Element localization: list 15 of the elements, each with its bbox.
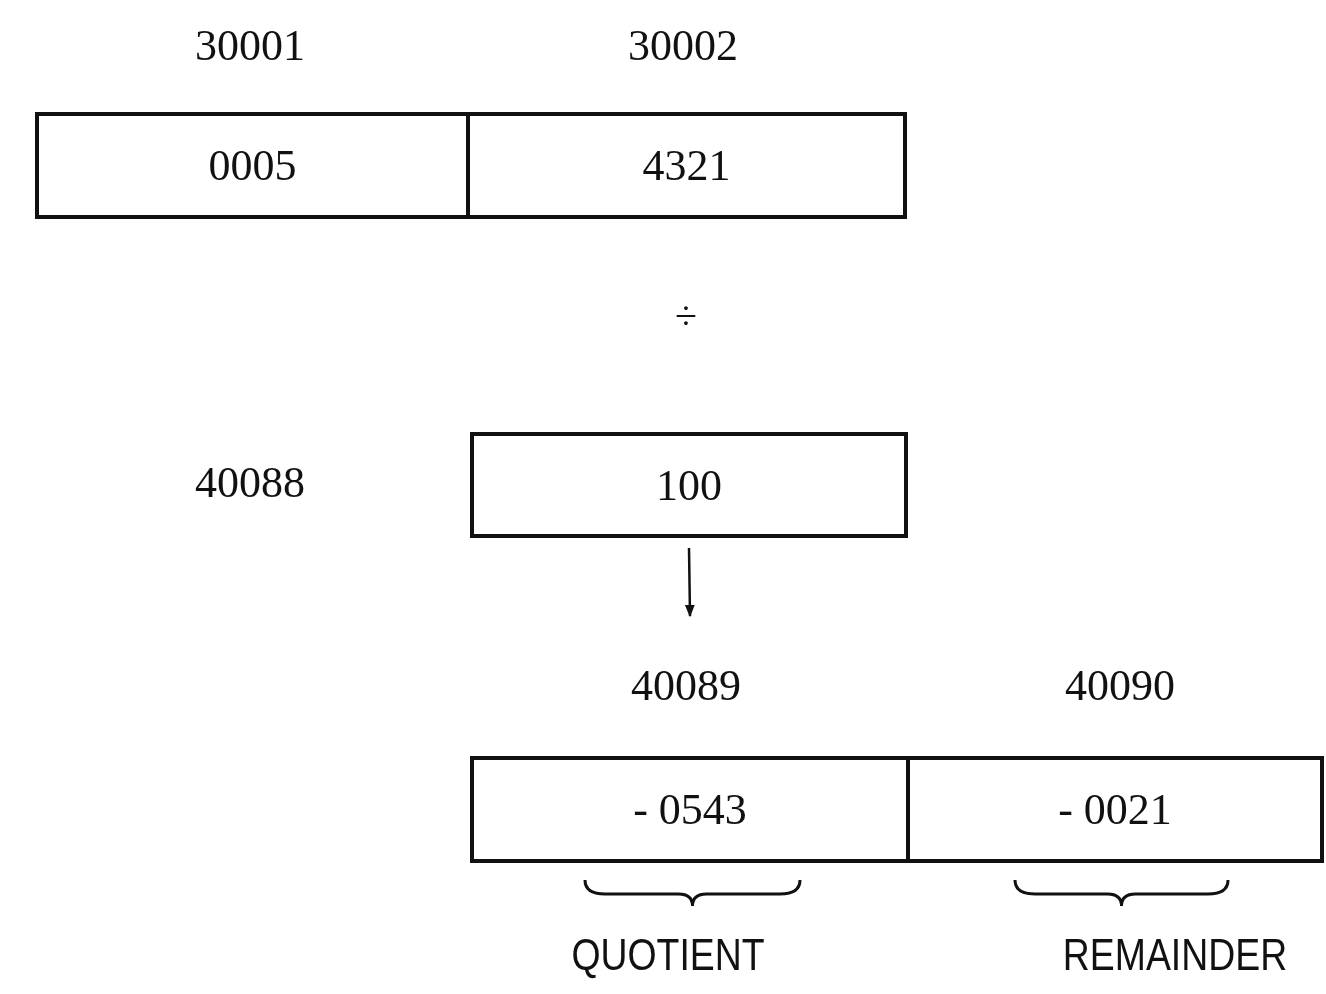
value-box <box>470 432 908 538</box>
value-text: - 0543 <box>633 784 747 835</box>
value-text: 0005 <box>208 140 297 191</box>
address-label: 40089 <box>631 659 741 711</box>
address-label: 30002 <box>628 19 738 71</box>
value-text: - 0021 <box>1058 784 1172 835</box>
arrow <box>684 548 695 618</box>
address-label: 30001 <box>195 19 305 71</box>
address-label: 40090 <box>1065 659 1175 711</box>
remainder-label: REMAINDER <box>1062 930 1288 980</box>
value-text: 100 <box>656 459 722 511</box>
value-text: 4321 <box>642 140 731 191</box>
address-label: 40088 <box>195 456 305 508</box>
quotient-label: QUOTIENT <box>571 930 765 980</box>
division-sign: ÷ <box>675 291 697 339</box>
